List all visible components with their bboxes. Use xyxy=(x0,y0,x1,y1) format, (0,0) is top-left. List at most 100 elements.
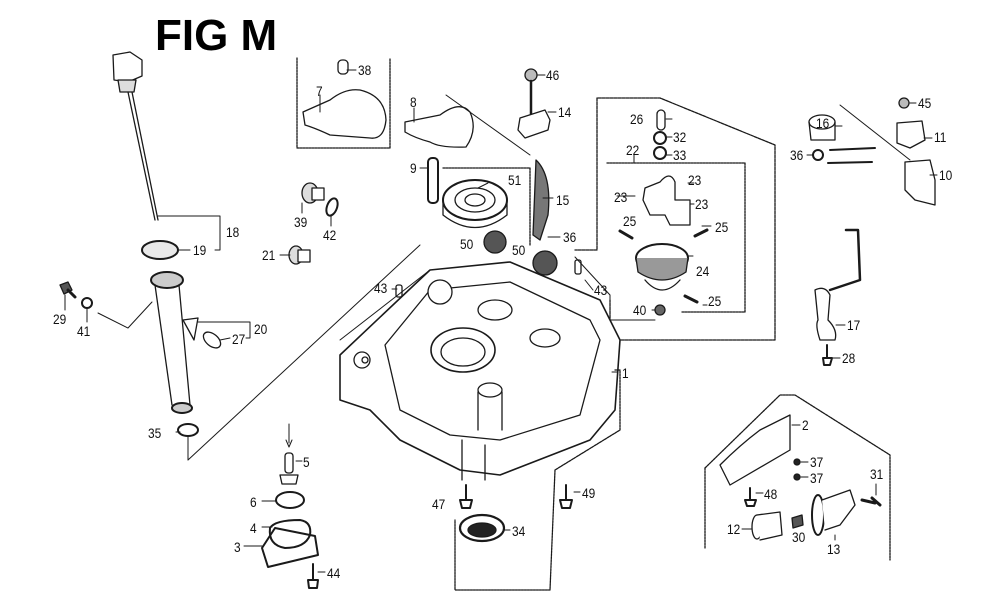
callout-43b: 43 xyxy=(594,282,608,298)
filter-12[interactable] xyxy=(751,511,783,541)
washer-33[interactable] xyxy=(653,146,667,160)
callout-50a: 50 xyxy=(460,236,474,252)
callout-47: 47 xyxy=(432,496,446,512)
drain-plug-39[interactable] xyxy=(301,182,325,204)
callout-38: 38 xyxy=(358,62,372,78)
callout-46: 46 xyxy=(546,67,560,83)
figure-title: FIG M xyxy=(155,11,278,60)
switch-16[interactable] xyxy=(808,114,876,164)
bolt-28[interactable] xyxy=(822,344,833,366)
bracket-14[interactable] xyxy=(517,109,551,139)
pin-25a[interactable] xyxy=(618,229,634,240)
callout-19: 19 xyxy=(193,242,207,258)
bolt-47[interactable] xyxy=(459,484,473,509)
callout-50b: 50 xyxy=(512,242,526,258)
housing-13[interactable] xyxy=(811,489,856,536)
callout-11: 11 xyxy=(934,129,947,145)
drain-plug-21[interactable] xyxy=(288,245,311,265)
screw-30[interactable] xyxy=(791,514,804,529)
governor-gear-24[interactable] xyxy=(635,243,689,291)
guide-9[interactable] xyxy=(427,157,439,204)
washer-42[interactable] xyxy=(324,197,340,217)
bolt-46[interactable] xyxy=(524,68,538,117)
cover-10[interactable] xyxy=(904,159,936,206)
callout-40: 40 xyxy=(633,302,647,318)
o-ring-19[interactable] xyxy=(141,240,179,260)
callout-28: 28 xyxy=(842,350,856,366)
bearing-51[interactable] xyxy=(442,179,508,228)
callout-29: 29 xyxy=(53,311,67,327)
callout-1: 1 xyxy=(622,365,629,381)
gear-50b[interactable] xyxy=(532,250,558,276)
callout-31: 31 xyxy=(870,466,884,482)
callout-33: 33 xyxy=(673,147,687,163)
callout-41: 41 xyxy=(77,323,91,339)
callout-6: 6 xyxy=(250,494,257,510)
washer-6[interactable] xyxy=(275,491,305,509)
callout-25b: 25 xyxy=(715,219,729,235)
callout-23c: 23 xyxy=(695,196,709,212)
callout-17: 17 xyxy=(847,317,861,333)
callout-5: 5 xyxy=(303,454,310,470)
callout-14: 14 xyxy=(558,104,572,120)
callout-34: 34 xyxy=(512,523,526,539)
callout-24: 24 xyxy=(696,263,710,279)
callout-45: 45 xyxy=(918,95,932,111)
oil-seal-34[interactable] xyxy=(458,513,506,543)
plug-27[interactable] xyxy=(200,329,223,351)
callout-15: 15 xyxy=(556,192,570,208)
oil-filler-tube[interactable] xyxy=(150,271,199,414)
gear-50a[interactable] xyxy=(483,230,507,254)
bolt-49[interactable] xyxy=(559,484,573,509)
pin-25b[interactable] xyxy=(693,228,709,238)
pin-38[interactable] xyxy=(337,59,349,75)
callout-4: 4 xyxy=(250,520,257,536)
pin-25c[interactable] xyxy=(683,294,699,304)
dowel-43b[interactable] xyxy=(574,259,582,275)
governor-arm-17[interactable] xyxy=(814,228,862,341)
washer-41[interactable] xyxy=(81,297,93,309)
callout-20: 20 xyxy=(254,321,268,337)
callout-9: 9 xyxy=(410,160,417,176)
bolt-45[interactable] xyxy=(898,97,910,109)
grommet-36[interactable] xyxy=(812,149,824,161)
bolt-31[interactable] xyxy=(860,496,882,507)
pin-26[interactable] xyxy=(656,109,666,131)
callout-39: 39 xyxy=(294,214,308,230)
callout-3: 3 xyxy=(234,539,241,555)
dowel-43a[interactable] xyxy=(395,284,403,298)
callout-36b: 36 xyxy=(790,147,804,163)
callout-10: 10 xyxy=(939,167,953,183)
governor-weights[interactable] xyxy=(642,175,691,226)
bolt-48[interactable] xyxy=(744,487,757,507)
washer-32[interactable] xyxy=(653,131,667,145)
callout-23b: 23 xyxy=(614,189,628,205)
pin-5[interactable] xyxy=(279,452,299,485)
cover-2[interactable] xyxy=(719,414,791,486)
o-ring-35[interactable] xyxy=(177,423,199,437)
callout-35: 35 xyxy=(148,425,162,441)
bracket-11[interactable] xyxy=(896,120,926,149)
callout-37a: 37 xyxy=(810,454,824,470)
crankcase-cover-1[interactable] xyxy=(339,261,621,481)
callout-26: 26 xyxy=(630,111,644,127)
callout-42: 42 xyxy=(323,227,337,243)
callout-7: 7 xyxy=(316,83,323,99)
callout-21: 21 xyxy=(262,247,276,263)
bracket-8[interactable] xyxy=(404,106,474,148)
callout-49: 49 xyxy=(582,485,596,501)
bolt-29[interactable] xyxy=(59,281,77,299)
nut-37b[interactable] xyxy=(793,473,801,481)
cover-plate-3[interactable] xyxy=(261,527,319,568)
dipstick[interactable] xyxy=(112,51,159,221)
callout-25a: 25 xyxy=(623,213,637,229)
guide-15[interactable] xyxy=(532,159,550,241)
governor-plate-7[interactable] xyxy=(302,89,387,139)
nut-37a[interactable] xyxy=(793,458,801,466)
callout-23a: 23 xyxy=(688,172,702,188)
washer-40[interactable] xyxy=(654,304,666,316)
callout-36a: 36 xyxy=(563,229,577,245)
bolt-44[interactable] xyxy=(307,563,319,589)
callout-37b: 37 xyxy=(810,470,824,486)
